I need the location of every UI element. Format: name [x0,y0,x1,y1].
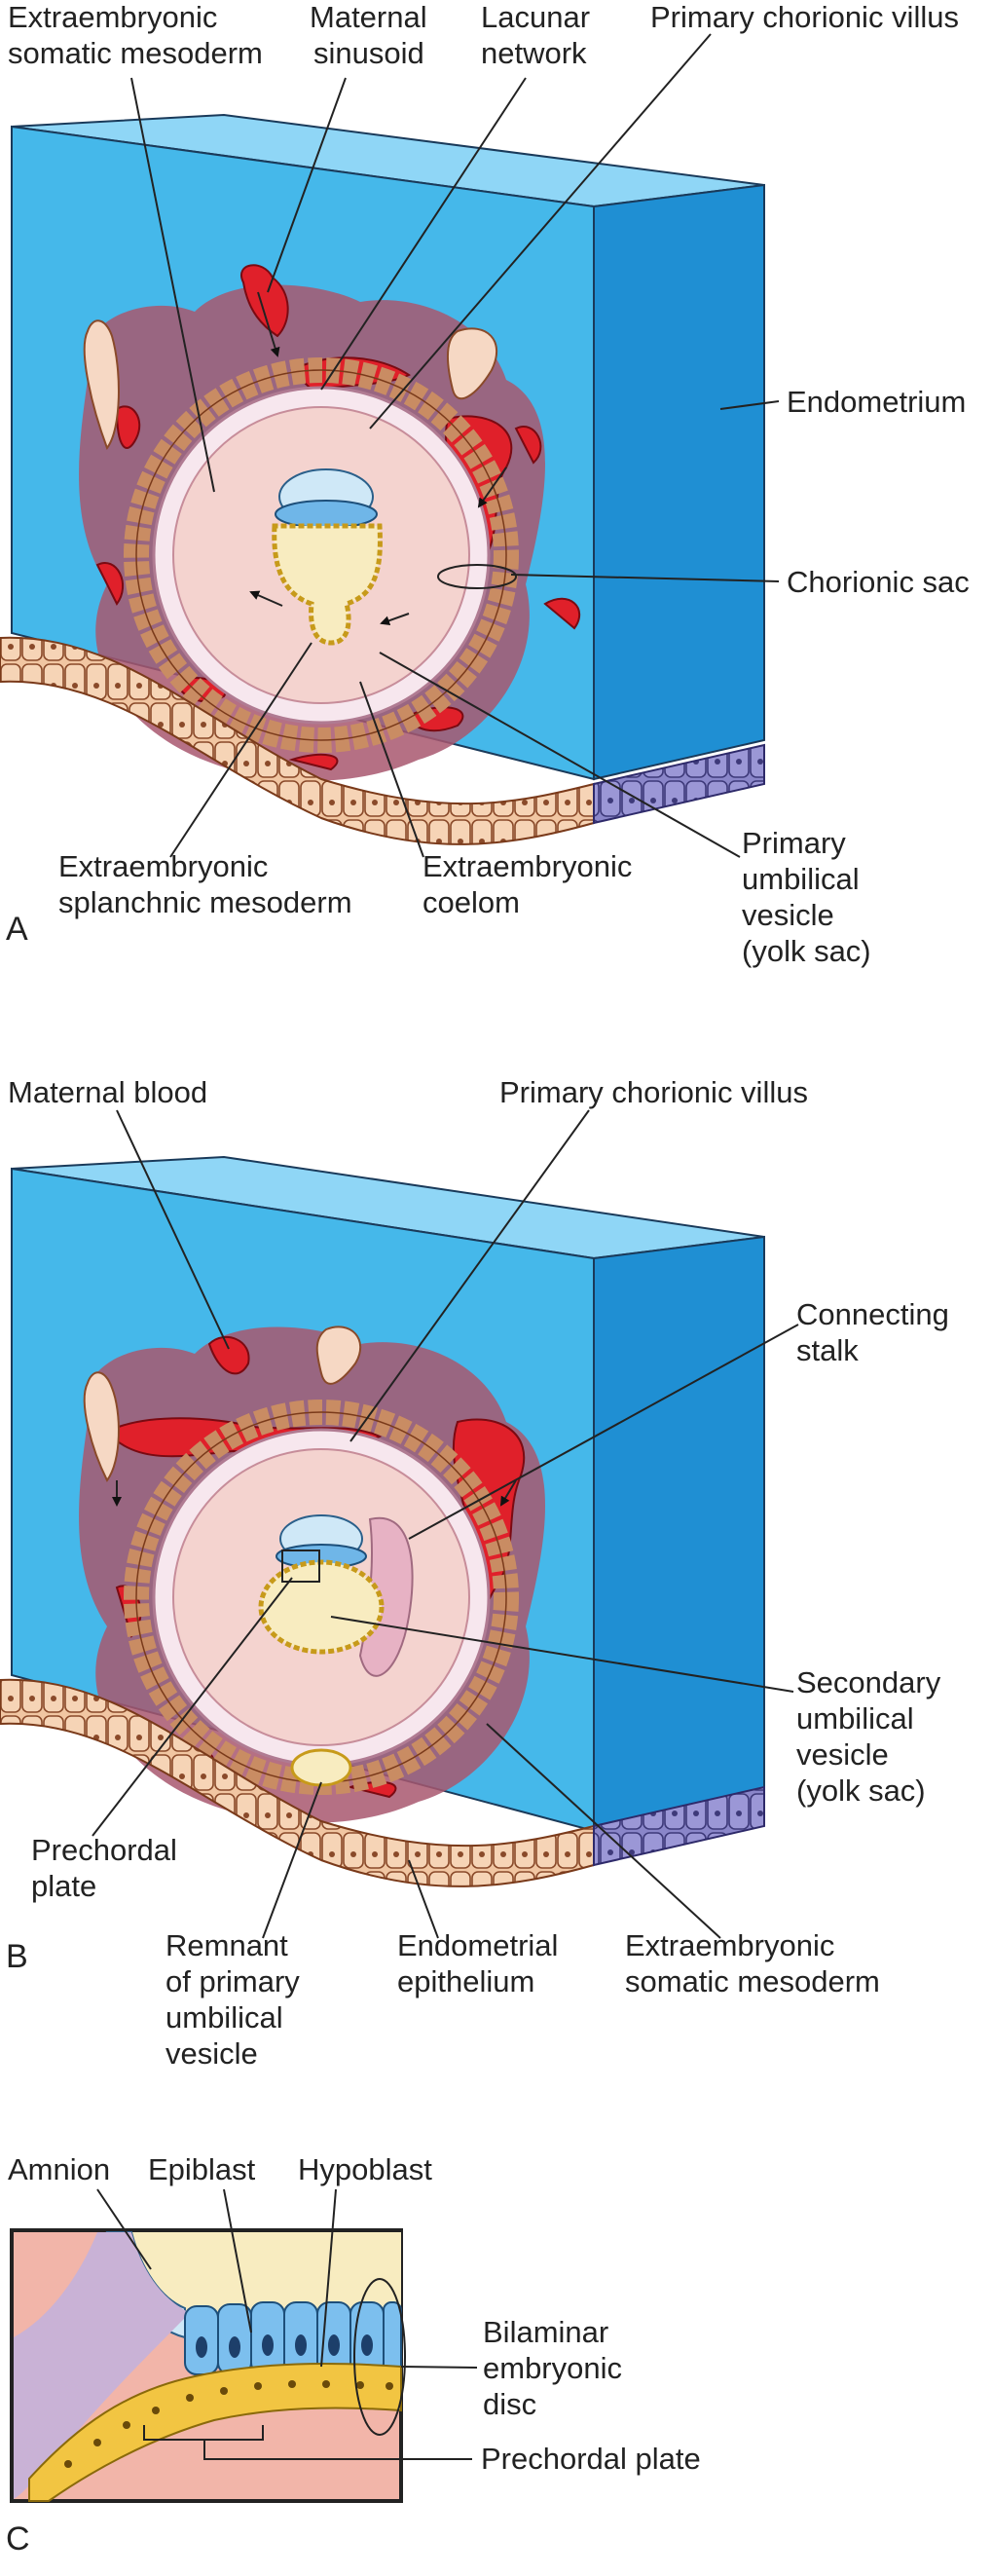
label-primary-umbilical-vesicle: Primary umbilical vesicle (yolk sac) [742,826,871,968]
label-prechordal-plate-c: Prechordal plate [481,2442,701,2476]
endometrium-side-face [593,183,765,781]
panel-c: Amnion Epiblast Hypoblast Bilaminar embr… [6,2152,701,2557]
label-connecting-stalk: Connecting stalk [796,1297,957,1367]
inset-box [281,1549,320,1583]
label-primary-chorionic-villus-b: Primary chorionic villus [499,1075,808,1109]
panel-b: Maternal blood Primary chorionic villus … [0,1075,957,2071]
endometrial-glands-b [83,1325,362,1482]
label-chorionic-sac: Chorionic sac [787,565,970,599]
label-primary-chorionic-villus-a: Primary chorionic villus [650,0,959,34]
hypoblast-layer [28,2363,402,2502]
label-bilaminar-embryonic-disc: Bilaminar embryonic disc [483,2315,631,2421]
side-epithelium-b [593,1785,765,1867]
label-hypoblast: Hypoblast [298,2152,432,2186]
label-lacunar-network: Lacunar network [481,0,599,70]
label-maternal-sinusoid: Maternal sinusoid [310,0,435,70]
extraembryonic-mesoderm-c [14,2232,190,2499]
panel-letter-c: C [6,2520,30,2557]
label-epiblast: Epiblast [148,2152,256,2186]
hypoblast-nuclei [64,2380,393,2468]
label-extraembryonic-somatic-mesoderm-b: Extraembryonic somatic mesoderm [625,1928,880,1998]
panel-c-leaders [96,2188,478,2369]
panel-b-leaders [92,1109,799,1939]
endometrial-glands [83,319,497,451]
label-extraembryonic-splanchnic-mesoderm: Extraembryonic splanchnic mesoderm [58,849,352,919]
panel-letter-a: A [6,911,28,948]
epiblast-nuclei [196,2334,373,2358]
label-maternal-blood: Maternal blood [8,1075,207,1109]
label-amnion: Amnion [8,2152,110,2186]
label-endometrial-epithelium: Endometrial epithelium [397,1928,567,1998]
label-prechordal-plate-b: Prechordal plate [31,1833,186,1903]
secondary-umbilical-vesicle-shape [258,1559,385,1655]
label-secondary-umbilical-vesicle: Secondary umbilical vesicle (yolk sac) [796,1665,949,1808]
side-epithelium-a [593,743,765,825]
label-endometrium: Endometrium [787,385,966,419]
label-extraembryonic-coelom: Extraembryonic coelom [423,849,641,919]
panel-letter-b: B [6,1938,28,1975]
panel-a: Extraembryonic somatic mesoderm Maternal… [0,0,970,968]
remnant-primary-vesicle-shape [290,1748,352,1787]
label-remnant-primary-umbilical-vesicle: Remnant of primary umbilical vesicle [165,1928,308,2071]
endometrium-side-face-b [593,1235,765,1833]
label-extraembryonic-somatic-mesoderm-a: Extraembryonic somatic mesoderm [8,0,263,70]
primary-umbilical-vesicle-shape [272,523,383,646]
panel-a-leaders [130,33,780,858]
